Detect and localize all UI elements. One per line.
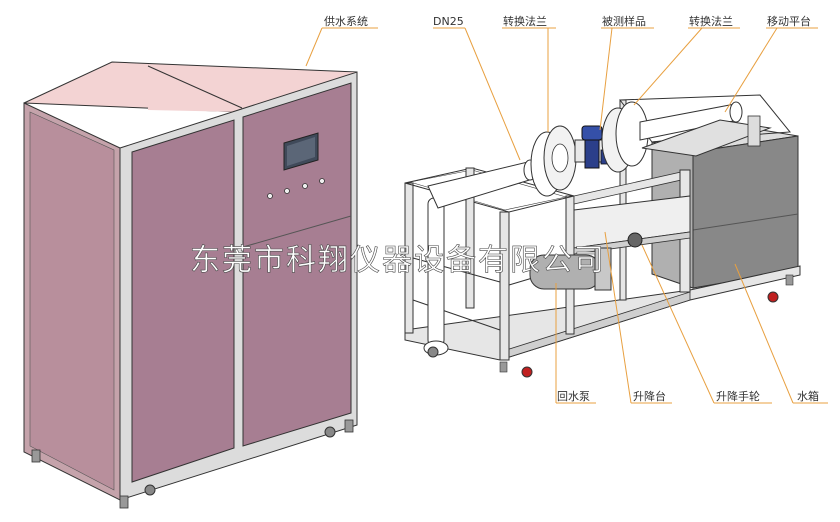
water-tank-front bbox=[692, 135, 799, 289]
label-water-tank: 水箱 bbox=[797, 389, 819, 403]
cabinet-top-right-panel bbox=[148, 72, 357, 112]
control-button-2 bbox=[284, 188, 290, 194]
leader-lines bbox=[305, 27, 828, 404]
caster-rig-2 bbox=[521, 366, 533, 378]
test-rig bbox=[404, 94, 801, 378]
label-return-pump: 回水泵 bbox=[557, 390, 590, 403]
mobile-platform bbox=[641, 119, 772, 157]
control-button-4 bbox=[319, 178, 325, 184]
label-adapter-flange-right: 转换法兰 bbox=[689, 14, 733, 28]
label-adapter-flange-left: 转换法兰 bbox=[503, 14, 547, 28]
return-pump bbox=[529, 232, 643, 291]
caster-front-right bbox=[324, 426, 336, 438]
label-dn25: DN25 bbox=[433, 15, 464, 28]
adapter-flange-left bbox=[530, 125, 577, 197]
water-supply-cabinet bbox=[23, 61, 358, 509]
control-button-3 bbox=[302, 183, 308, 189]
cabinet-right-door bbox=[242, 82, 352, 447]
caster-front-left bbox=[144, 484, 156, 496]
adapter-flange-right bbox=[601, 101, 649, 173]
company-watermark: 东莞市科翔仪器设备有限公司 bbox=[190, 243, 606, 278]
control-button-1 bbox=[267, 193, 273, 199]
label-mobile-platform: 移动平台 bbox=[767, 14, 811, 28]
label-test-sample: 被测样品 bbox=[602, 14, 646, 28]
label-water-supply-system: 供水系统 bbox=[324, 14, 368, 28]
caster-rig-1 bbox=[427, 346, 439, 358]
cabinet-left-door bbox=[131, 119, 235, 483]
label-lift-handwheel: 升降手轮 bbox=[716, 389, 760, 403]
label-lift-table: 升降台 bbox=[633, 389, 666, 403]
caster-rig-3 bbox=[767, 291, 779, 303]
